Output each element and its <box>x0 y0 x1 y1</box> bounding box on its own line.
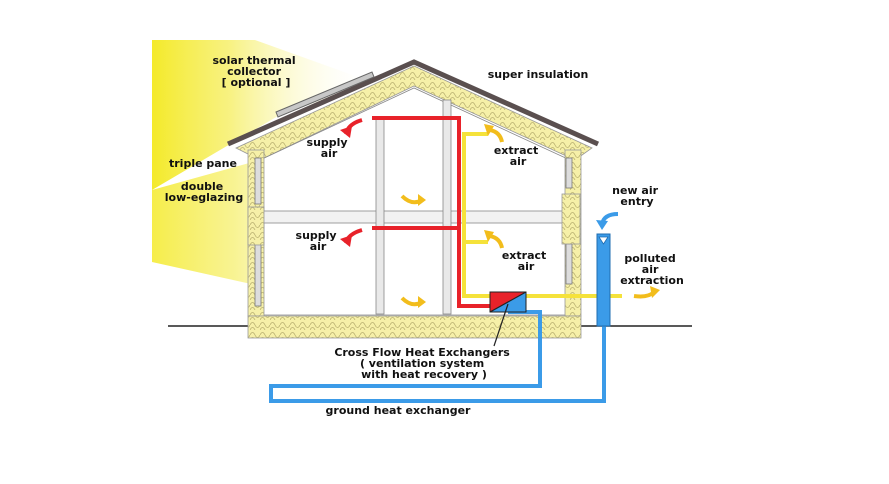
supply-air-upper-label: supply air <box>307 136 352 160</box>
extract-arrow-icon <box>489 128 504 143</box>
lower-right-window <box>565 243 573 285</box>
heat-exchanger-label: Cross Flow Heat Exchangers ( ventilation… <box>334 346 513 381</box>
heat-exchanger-pointer <box>493 303 509 347</box>
interior-column-left <box>375 117 385 315</box>
triple-pane-label: triple pane <box>169 157 237 170</box>
solar-collector-label: solar thermal collector [ optional ] <box>212 54 299 89</box>
extract-arrow-lower-icon <box>489 234 504 249</box>
new-air-entry-label: new air entry <box>612 184 662 208</box>
sunlight-beam <box>152 40 372 190</box>
interior-column-right <box>442 99 452 315</box>
super-insulation-label: super insulation <box>488 68 589 81</box>
ground-heat-exchanger-label: ground heat exchanger <box>326 404 472 417</box>
middle-floor-insulation-right <box>561 193 581 245</box>
roof <box>226 59 600 147</box>
polluted-air-arrow-icon <box>633 290 656 299</box>
new-air-intake-pipe <box>596 233 611 327</box>
upper-right-window <box>565 157 573 189</box>
fresh-air-duct <box>269 310 606 403</box>
middle-floor <box>261 210 568 224</box>
intake-filter-icon <box>598 236 609 245</box>
heat-exchanger-icon <box>489 291 527 313</box>
middle-floor-insulation-left <box>247 206 265 246</box>
floor-insulation <box>247 315 582 339</box>
double-glazing-label: double low-eglazing <box>165 180 243 204</box>
supply-duct <box>372 116 490 308</box>
lower-left-window <box>254 243 262 307</box>
extract-air-upper-label: extract air <box>494 144 542 168</box>
polluted-air-extraction-label: polluted air extraction <box>620 252 684 287</box>
flow-arrows <box>340 118 660 308</box>
extract-air-lower-label: extract air <box>502 249 550 273</box>
solar-collector <box>275 71 375 118</box>
upper-left-window <box>254 157 262 205</box>
supply-air-lower-label: supply air <box>296 229 341 253</box>
